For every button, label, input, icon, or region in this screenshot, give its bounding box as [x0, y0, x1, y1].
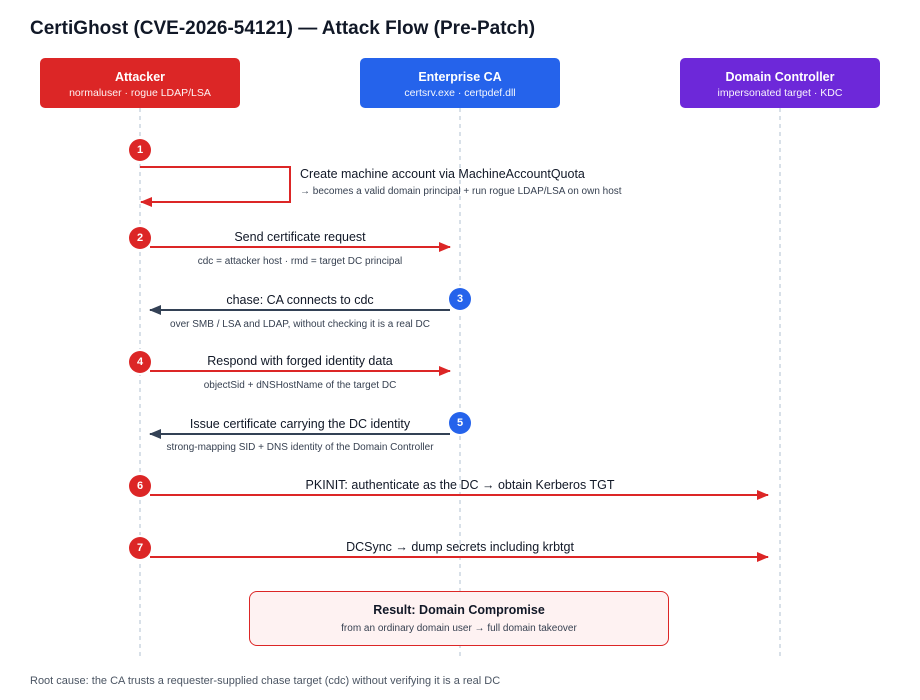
step-7-badge: 7 [129, 537, 151, 559]
actor-name: Enterprise CA [418, 70, 502, 84]
actor-subtitle: normaluser · rogue LDAP/LSA [69, 87, 211, 99]
step-4-sublabel: objectSid + dNSHostName of the target DC [203, 380, 397, 391]
step-1-sublabel: → becomes a valid domain principal + run… [300, 186, 622, 197]
step-6-badge: 6 [129, 475, 151, 497]
step-3-sublabel: over SMB / LSA and LDAP, without checkin… [170, 319, 430, 330]
root-cause-note: Root cause: the CA trusts a requester-su… [30, 675, 501, 687]
step-5-badge: 5 [449, 412, 471, 434]
actor-subtitle: certsrv.exe · certpdef.dll [404, 87, 516, 99]
step-5-sublabel: strong-mapping SID + DNS identity of the… [166, 442, 434, 453]
step-1-badge: 1 [129, 139, 151, 161]
step-4-label: Respond with forged identity data [207, 354, 393, 368]
page-title: CertiGhost (CVE-2026-54121) — Attack Flo… [30, 18, 536, 39]
step-3-label: chase: CA connects to cdc [226, 293, 374, 307]
result-title: Result: Domain Compromise [373, 603, 545, 617]
result-subtitle: from an ordinary domain user → full doma… [341, 623, 577, 634]
result-box: Result: Domain Compromise from an ordina… [249, 591, 669, 646]
step-5-label: Issue certificate carrying the DC identi… [189, 417, 411, 431]
step-1-label: Create machine account via MachineAccoun… [300, 167, 585, 181]
actor-enterprise-ca: Enterprise CA certsrv.exe · certpdef.dll [360, 58, 560, 108]
step-1-self-arrow [140, 166, 291, 207]
step-2-label: Send certificate request [234, 230, 366, 244]
actor-domain-controller: Domain Controller impersonated target · … [680, 58, 880, 108]
step-2-sublabel: cdc = attacker host · rmd = target DC pr… [197, 256, 403, 267]
step-6-label: PKINIT: authenticate as the DC → obtain … [305, 478, 615, 492]
actor-subtitle: impersonated target · KDC [717, 87, 843, 99]
step-4-badge: 4 [129, 351, 151, 373]
actor-name: Domain Controller [725, 70, 835, 84]
step-7-label: DCSync → dump secrets including krbtgt [346, 540, 574, 554]
step-3-badge: 3 [449, 288, 471, 310]
actor-name: Attacker [114, 70, 166, 84]
step-2-badge: 2 [129, 227, 151, 249]
actor-attacker: Attacker normaluser · rogue LDAP/LSA [40, 58, 240, 108]
